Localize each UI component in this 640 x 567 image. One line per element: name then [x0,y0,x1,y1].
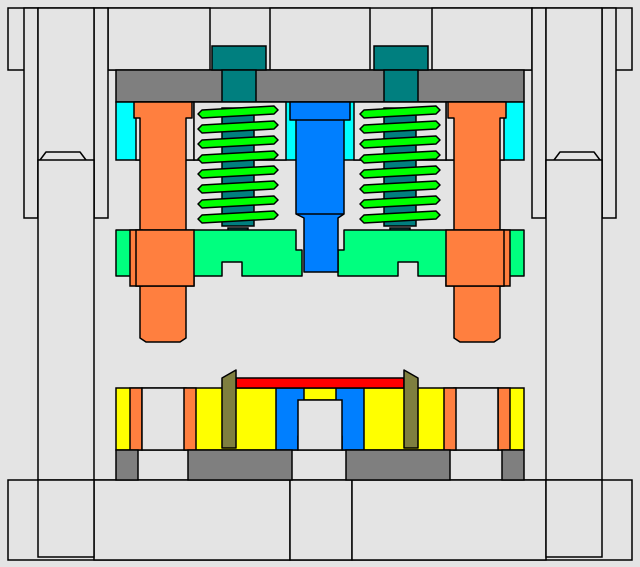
left-spring-coil-5 [197,165,279,179]
punch-holder-plate [115,69,525,103]
left-spring-coil-8 [197,210,279,224]
top-plate-segment-2 [269,7,371,71]
stock-strip [235,377,405,389]
bottom-plate-segment-2 [289,479,353,561]
left-guide-post-stripper-zone [135,229,195,287]
left-spring-coil-2 [197,120,279,134]
right-upper-guide-inner [531,7,547,219]
top-plate-segment-1 [107,7,211,71]
left-upper-guide-inner [93,7,109,219]
right-screw-neck [383,69,419,107]
central-punch [289,101,351,273]
right-spring-coil-7 [359,195,441,209]
left-die-opening [141,387,187,451]
right-spring-coil-2 [359,120,441,134]
left-spring-coil-7 [197,195,279,209]
right-die-insert [497,387,511,451]
right-upper-guide [601,7,617,219]
bottom-plate-segment-3 [351,479,547,561]
right-spring-coil-3 [359,135,441,149]
right-spring-coil-4 [359,150,441,164]
center-left-die-shoe-insert [187,449,293,481]
left-spring-coil-1 [197,105,279,119]
left-spring-coil-3 [197,135,279,149]
left-spring-coil-4 [197,150,279,164]
right-pilot-pin [403,369,419,449]
right-die-opening [453,387,499,451]
left-spring-coil-6 [197,180,279,194]
right-spring-coil-1 [359,105,441,119]
right-spring-coil-8 [359,210,441,224]
left-guide-post [133,101,193,343]
right-guide-post-stripper-zone [445,229,505,287]
left-pilot-insert [183,387,197,451]
right-spring-coil-5 [359,165,441,179]
left-die-insert [129,387,143,451]
right-screw-head [373,45,429,71]
right-die-shoe-insert [501,449,525,481]
right-spring-coil-6 [359,180,441,194]
left-pilot-pin [221,369,237,449]
right-guide-post [447,101,507,343]
left-pillar-base [37,479,95,558]
right-pilot-insert [443,387,457,451]
bottom-plate-segment-1 [93,479,291,561]
die-hole [297,399,343,451]
center-right-die-shoe-insert [345,449,451,481]
left-die-shoe-insert [115,449,139,481]
top-plate-segment-3 [431,7,533,71]
left-upper-guide [23,7,39,219]
right-pillar-base [545,479,603,558]
left-screw-head [211,45,267,71]
left-screw-neck [221,69,257,107]
